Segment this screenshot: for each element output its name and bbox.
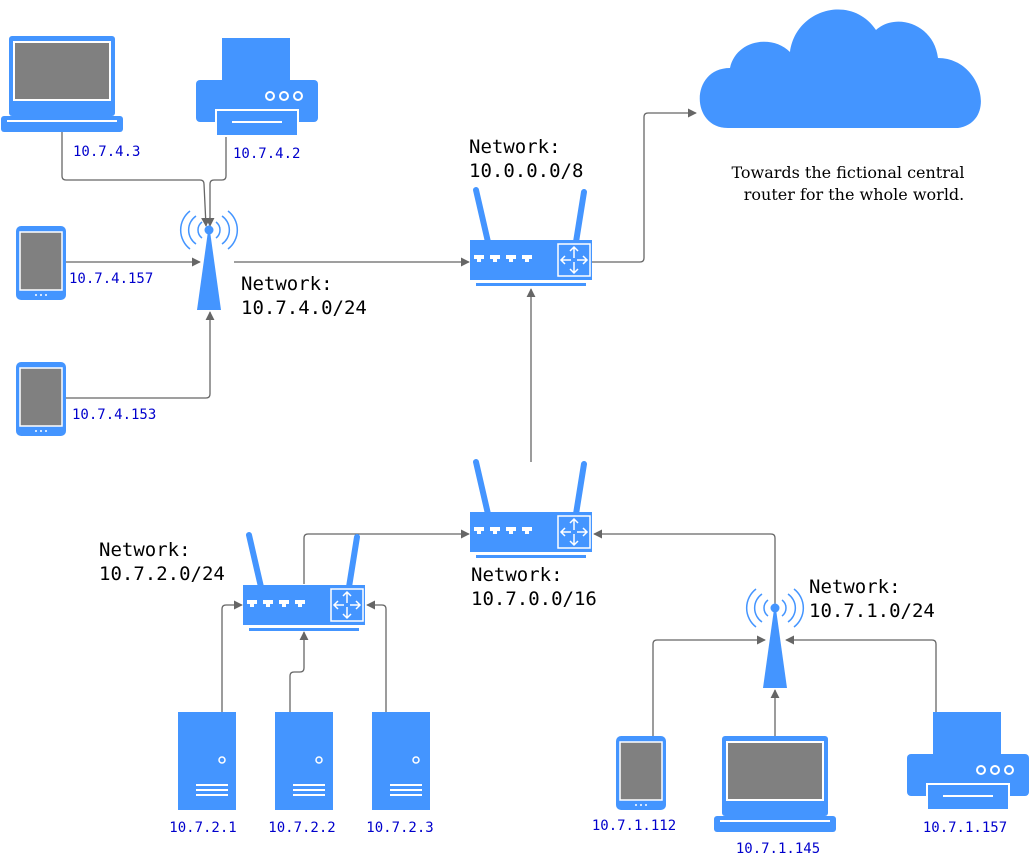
server-2[interactable] — [274, 711, 334, 811]
wire-printer-b-to-ap-b — [785, 635, 937, 712]
cloud-caption-line-1: Towards the fictional central — [731, 163, 964, 182]
tablet-icon — [615, 735, 667, 811]
wire-server-3-to-router-servers — [366, 600, 387, 712]
tablet-a2[interactable] — [15, 361, 67, 437]
ip-labels: 10.7.4.3 10.7.4.2 10.7.4.157 10.7.4.153 … — [69, 144, 1007, 854]
ip-label-laptop-a: 10.7.4.3 — [73, 144, 140, 160]
network-labels: Network: 10.0.0.0/8 Network: 10.7.4.0/24… — [99, 136, 935, 622]
tablet-a1[interactable] — [15, 225, 67, 301]
server-3[interactable] — [371, 711, 431, 811]
ip-label-printer-b: 10.7.1.157 — [923, 820, 1007, 836]
ip-label-server-2: 10.7.2.2 — [268, 820, 335, 836]
wireless-access-point-icon — [179, 210, 239, 311]
wire-tablet-a2-to-ap-a — [66, 311, 215, 399]
tablet-icon — [15, 225, 67, 301]
router-icon — [470, 190, 592, 286]
wire-laptop-a-to-ap-a — [61, 132, 211, 227]
wire-printer-a-to-ap-a — [205, 134, 227, 227]
wires — [61, 108, 937, 738]
ip-label-server-3: 10.7.2.3 — [366, 820, 433, 836]
wire-ap-b-to-router-distribution — [593, 529, 776, 606]
laptop-icon — [713, 735, 837, 833]
network-label-wifi-a-title: Network: — [241, 273, 333, 295]
ip-label-tablet-a1: 10.7.4.157 — [69, 271, 153, 287]
printer-icon — [195, 37, 319, 137]
laptop-b[interactable] — [713, 735, 837, 833]
network-label-core-value: 10.0.0.0/8 — [469, 160, 583, 182]
router-distribution[interactable] — [470, 462, 592, 558]
laptop-a[interactable] — [0, 35, 124, 133]
wireless-access-point-icon — [745, 588, 805, 689]
printer-b[interactable] — [906, 711, 1029, 811]
network-label-servers-value: 10.7.2.0/24 — [99, 563, 225, 585]
printer-a[interactable] — [195, 37, 319, 137]
access-point-a[interactable] — [179, 210, 239, 311]
access-point-b[interactable] — [745, 588, 805, 689]
wire-server-2-to-router-servers — [289, 631, 309, 712]
network-label-wifi-b-title: Network: — [809, 576, 901, 598]
network-label-wifi-b-value: 10.7.1.0/24 — [809, 600, 935, 622]
cloud-caption-line-2: router for the whole world. — [744, 185, 965, 204]
laptop-icon — [0, 35, 124, 133]
server-icon — [274, 711, 334, 811]
network-label-servers-title: Network: — [99, 539, 191, 561]
cloud-icon — [699, 9, 981, 128]
ip-label-printer-a: 10.7.4.2 — [233, 146, 300, 162]
tablet-b[interactable] — [615, 735, 667, 811]
ip-label-laptop-b: 10.7.1.145 — [736, 841, 820, 854]
wire-tablet-b-to-ap-b — [652, 635, 766, 737]
printer-icon — [906, 711, 1029, 811]
server-icon — [371, 711, 431, 811]
network-label-core-title: Network: — [469, 136, 561, 158]
cloud: Towards the fictional central router for… — [699, 9, 981, 204]
network-label-distribution-title: Network: — [471, 564, 563, 586]
router-icon — [470, 462, 592, 558]
server-1[interactable] — [177, 711, 237, 811]
router-core[interactable] — [470, 190, 592, 286]
tablet-icon — [15, 361, 67, 437]
wire-router-servers-to-router-distribution — [303, 529, 470, 584]
ip-label-server-1: 10.7.2.1 — [169, 820, 236, 836]
server-icon — [177, 711, 237, 811]
network-label-wifi-a-value: 10.7.4.0/24 — [241, 297, 367, 319]
network-label-distribution-value: 10.7.0.0/16 — [471, 588, 597, 610]
ip-label-tablet-b: 10.7.1.112 — [592, 818, 676, 834]
wire-router-core-to-cloud — [592, 108, 697, 263]
wire-server-1-to-router-servers — [221, 600, 243, 712]
ip-label-tablet-a2: 10.7.4.153 — [72, 407, 156, 423]
